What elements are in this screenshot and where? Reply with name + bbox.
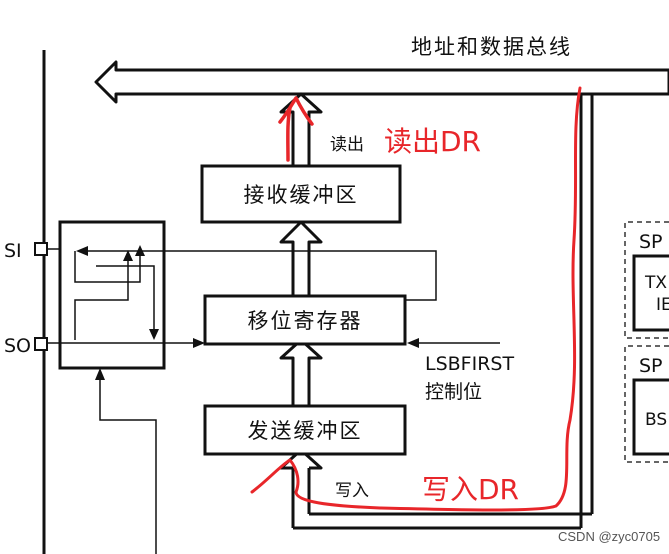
right-cut-label-1: SP: [639, 231, 663, 253]
route-c: [96, 265, 155, 330]
rx-buffer-box: [200, 164, 402, 224]
write-dr-annotation: 写入DR: [422, 473, 519, 506]
red-read-stroke: [278, 96, 314, 162]
route-a: [74, 251, 141, 283]
right-cut-label-2: TX: [644, 273, 667, 293]
right-cut-label-4: SP: [639, 355, 663, 377]
right-dashed-box-top: [624, 221, 669, 339]
read-label: 读出: [330, 135, 364, 155]
clock-arrowhead: [95, 368, 105, 380]
shift-register-box: [203, 294, 407, 346]
mosi-pin: [34, 242, 48, 256]
right-inner-box-top: [632, 254, 669, 332]
address-data-bus: [94, 60, 669, 104]
mosi-pin-label: SI: [4, 240, 22, 262]
miso-pin-label: SO: [4, 335, 31, 357]
clock-line: [99, 380, 157, 554]
bus-label: 地址和数据总线: [411, 35, 572, 59]
red-write-stroke: [250, 86, 582, 512]
read-dr-annotation: 读出DR: [384, 125, 481, 158]
feedback-arrowhead: [76, 246, 88, 256]
lsbfirst-label-line1: LSBFIRST: [425, 353, 514, 375]
route-b: [74, 260, 129, 340]
feedback-line: [88, 250, 437, 301]
tx-buffer-box: [203, 404, 407, 456]
route-b-arrowhead: [123, 250, 133, 261]
shift-register-label: 移位寄存器: [248, 309, 363, 333]
lsbfirst-arrowhead: [407, 338, 419, 348]
route-a-arrowhead: [135, 245, 145, 256]
pin-select-box: [58, 220, 166, 370]
write-label: 写入: [335, 481, 369, 501]
lsbfirst-label-line2: 控制位: [425, 381, 482, 403]
right-cut-label-3: IE: [656, 295, 669, 315]
miso-pin: [34, 337, 48, 351]
right-cut-label-5: BS: [645, 410, 667, 430]
route-c-arrowhead: [149, 329, 159, 340]
shift-to-rx-arrow: [279, 220, 323, 296]
right-dashed-box-bottom: [624, 345, 669, 463]
miso-to-shift-arrowhead: [193, 338, 205, 348]
right-inner-box-bottom: [632, 378, 669, 456]
csdn-watermark: CSDN @zyc0705: [558, 529, 660, 544]
tx-to-shift-arrow: [279, 338, 323, 406]
tx-buffer-label: 发送缓冲区: [248, 419, 363, 443]
rx-buffer-label: 接收缓冲区: [244, 183, 359, 207]
